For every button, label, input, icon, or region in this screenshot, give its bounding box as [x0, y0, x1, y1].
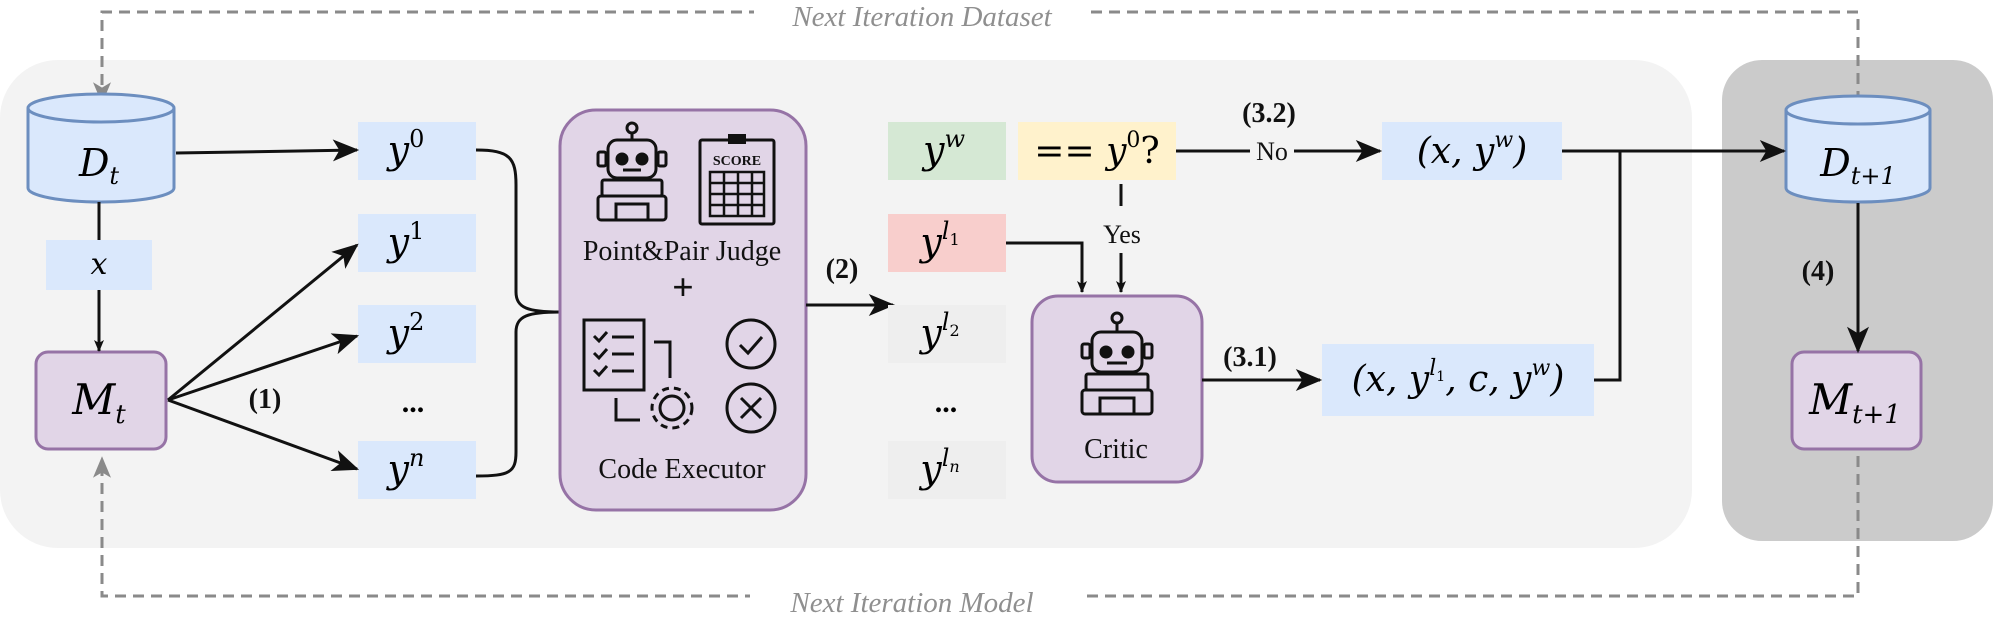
- critic-box: Critic: [1030, 294, 1204, 484]
- model-current-box: [34, 350, 168, 451]
- svg-text:Dt: Dt: [78, 141, 119, 190]
- response-box-0: [358, 122, 476, 180]
- check-circle-icon: [725, 318, 777, 370]
- pair-no-critique-label: (x, yw): [1417, 128, 1527, 172]
- step-32-label: (3.2): [1242, 98, 1296, 129]
- dataset-next-cylinder: Dt+1: [1784, 94, 1932, 204]
- checklist-gear-icon: [582, 318, 694, 430]
- response-box-1: [358, 214, 476, 272]
- judge-box: SCORE Point&Pair Judge +: [558, 108, 808, 512]
- response-list: y0 y1 y2 ... yn: [358, 122, 476, 499]
- step-4-label: (4): [1802, 256, 1835, 287]
- step-1-label: (1): [249, 384, 282, 415]
- svg-text:yl2: yl2: [918, 308, 959, 355]
- response-box-n: [358, 441, 476, 499]
- ranked-ellipsis: ...: [935, 386, 958, 419]
- line-pair-bottom-merge: [1594, 151, 1622, 382]
- critic-robot-icon: [1080, 311, 1154, 416]
- svg-text:y2: y2: [386, 308, 425, 355]
- check-box: [1018, 122, 1176, 180]
- judge-title: Point&Pair Judge: [583, 236, 781, 267]
- critic-label: Critic: [1084, 434, 1148, 465]
- prompt-box: [46, 240, 152, 290]
- svg-text:SCORE: SCORE: [713, 154, 761, 169]
- svg-text:y0: y0: [386, 125, 425, 172]
- arrow-model-to-y2: [167, 333, 360, 402]
- svg-text:Dt+1: Dt+1: [1819, 141, 1896, 190]
- model-current-label: Mt: [71, 375, 126, 430]
- loop-bottom-label: Next Iteration Model: [789, 587, 1033, 619]
- ranked-responses: yw yl1 yl2 ... yln: [888, 122, 1006, 499]
- pair-with-critique-label: (x, yl1, c, yw): [1352, 356, 1565, 400]
- arrow-model-to-yn: [167, 398, 360, 472]
- winner-box: [888, 122, 1006, 180]
- arrow-model-to-y1: [167, 243, 359, 402]
- arrow-loser-to-critic: [1006, 241, 1087, 293]
- model-next-label: Mt+1: [1808, 375, 1901, 430]
- loop-top-label: Next Iteration Dataset: [791, 1, 1052, 33]
- judge-subtitle: Code Executor: [598, 454, 766, 485]
- svg-text:yn: yn: [386, 444, 425, 491]
- response-box-2: [358, 305, 476, 363]
- loser-box-1: [888, 214, 1006, 272]
- cross-circle-icon: [725, 382, 777, 434]
- robot-icon: [596, 121, 668, 222]
- judge-plus: +: [672, 267, 694, 309]
- svg-text:yln: yln: [918, 444, 959, 491]
- score-board-icon: SCORE: [698, 134, 776, 226]
- responses-ellipsis: ...: [402, 386, 425, 419]
- branch-no-label: No: [1256, 137, 1288, 166]
- arrow-dataset-to-y0: [175, 139, 360, 162]
- pair-with-critique-box: [1322, 344, 1594, 416]
- svg-text:y1: y1: [386, 217, 425, 264]
- loser-box-2: [888, 305, 1006, 363]
- step-2-label: (2): [826, 254, 859, 285]
- loop-top-line: [93, 10, 1860, 120]
- branch-yes-label: Yes: [1103, 220, 1141, 249]
- svg-text:yw: yw: [921, 125, 965, 172]
- check-label: == y0?: [1034, 128, 1159, 172]
- step-31-label: (3.1): [1223, 342, 1277, 373]
- dataset-current-cylinder: Dt: [26, 92, 176, 204]
- svg-text:yl1: yl1: [918, 217, 959, 264]
- loser-box-n: [888, 441, 1006, 499]
- pair-no-critique-box: [1382, 122, 1562, 180]
- prompt-label: x: [91, 247, 108, 282]
